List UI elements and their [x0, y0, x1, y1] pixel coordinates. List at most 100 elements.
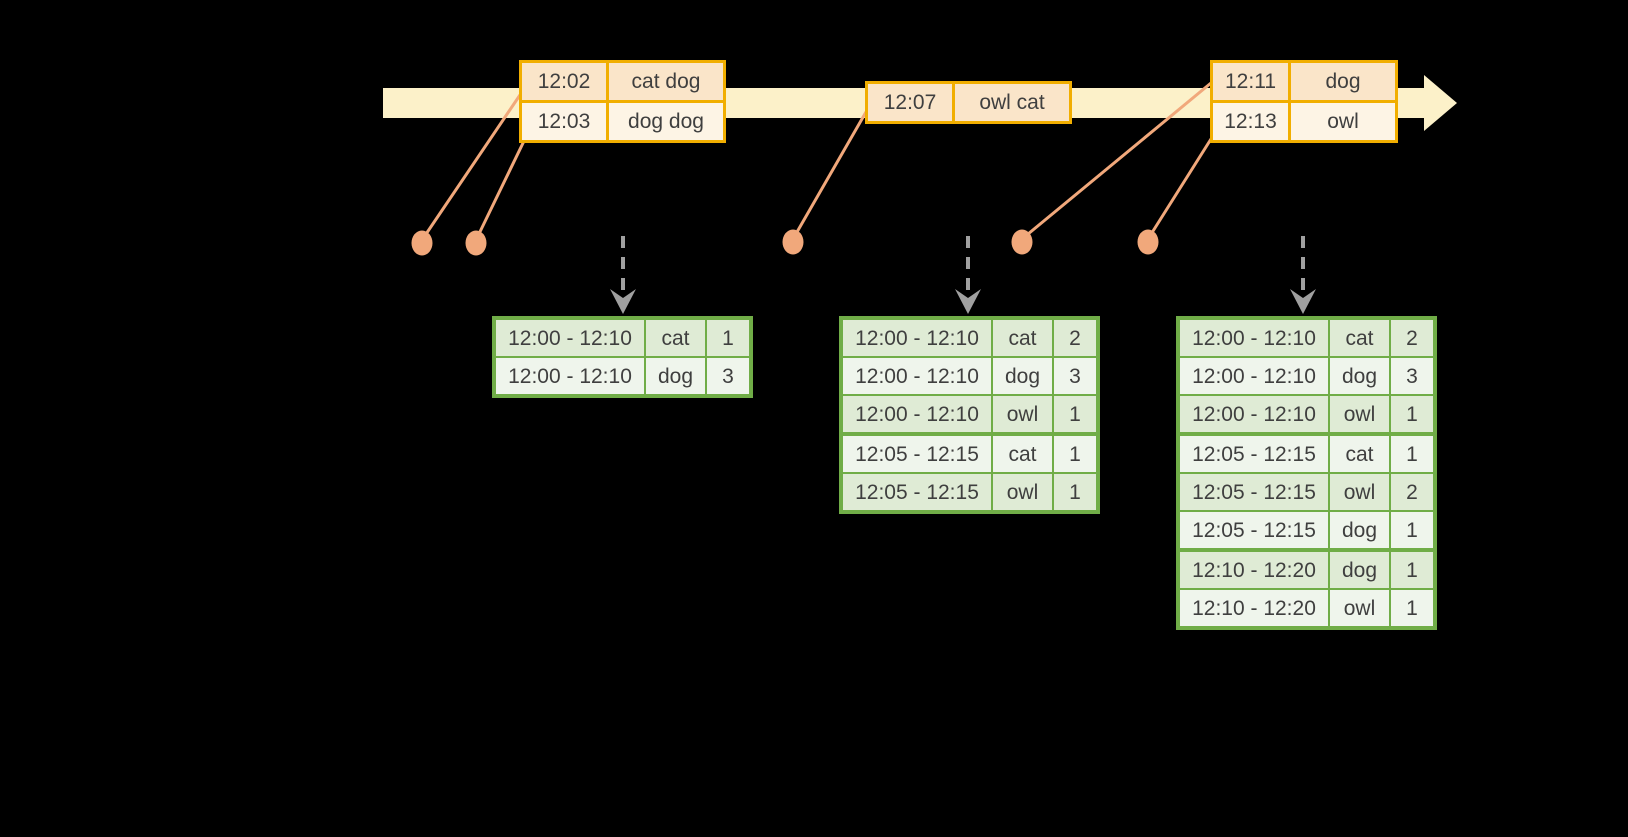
event-words-cell: cat dog — [609, 63, 723, 100]
result-window-cell: 12:00 - 12:10 — [496, 320, 644, 356]
result-word-cell: dog — [993, 358, 1052, 394]
result-count-cell: 2 — [1054, 320, 1096, 356]
result-count-cell: 1 — [1054, 396, 1096, 432]
result-word-cell: cat — [993, 320, 1052, 356]
trigger-arrow-head-icon — [1290, 289, 1316, 314]
event-time-cell: 12:07 — [868, 84, 952, 121]
result-count-cell: 1 — [1391, 436, 1433, 472]
result-word-cell: cat — [1330, 436, 1389, 472]
result-window-cell: 12:05 - 12:15 — [1180, 436, 1328, 472]
result-window-cell: 12:10 - 12:20 — [1180, 590, 1328, 626]
result-word-cell: owl — [993, 396, 1052, 432]
result-window-cell: 12:00 - 12:10 — [496, 358, 644, 394]
result-word-cell: cat — [1330, 320, 1389, 356]
timeline-arrowhead-icon — [1424, 75, 1457, 131]
trigger-arrow-head-icon — [955, 289, 981, 314]
result-count-cell: 1 — [1391, 590, 1433, 626]
event-dot — [1011, 229, 1033, 255]
result-count-cell: 1 — [1391, 512, 1433, 548]
result-count-cell: 1 — [1391, 396, 1433, 432]
result-count-cell: 3 — [1054, 358, 1096, 394]
connector-line — [420, 90, 524, 242]
event-dot — [411, 230, 433, 256]
result-count-cell: 1 — [1054, 474, 1096, 510]
result-window-cell: 12:00 - 12:10 — [843, 358, 991, 394]
event-time-cell: 12:03 — [522, 103, 606, 140]
event-words-cell: owl — [1291, 103, 1395, 140]
trigger-arrow-head-icon — [610, 289, 636, 314]
result-count-cell: 1 — [1391, 552, 1433, 588]
result-word-cell: owl — [1330, 590, 1389, 626]
connector-line — [1146, 137, 1213, 241]
event-words-cell: dog — [1291, 63, 1395, 100]
result-window-cell: 12:05 - 12:15 — [1180, 512, 1328, 548]
result-window-cell: 12:05 - 12:15 — [1180, 474, 1328, 510]
result-word-cell: dog — [1330, 512, 1389, 548]
connector-line — [474, 139, 526, 242]
result-count-cell: 1 — [707, 320, 749, 356]
result-window-cell: 12:05 - 12:15 — [843, 436, 991, 472]
event-time-cell: 12:02 — [522, 63, 606, 100]
event-words-cell: owl cat — [955, 84, 1069, 121]
event-time-cell: 12:11 — [1213, 63, 1288, 100]
result-count-cell: 2 — [1391, 320, 1433, 356]
result-word-cell: cat — [993, 436, 1052, 472]
result-window-cell: 12:00 - 12:10 — [843, 320, 991, 356]
result-window-cell: 12:00 - 12:10 — [1180, 320, 1328, 356]
result-count-cell: 3 — [1391, 358, 1433, 394]
result-word-cell: cat — [646, 320, 705, 356]
event-words-cell: dog dog — [609, 103, 723, 140]
result-word-cell: owl — [993, 474, 1052, 510]
result-window-cell: 12:00 - 12:10 — [1180, 358, 1328, 394]
result-window-cell: 12:00 - 12:10 — [843, 396, 991, 432]
result-word-cell: owl — [1330, 396, 1389, 432]
result-word-cell: dog — [646, 358, 705, 394]
result-count-cell: 1 — [1054, 436, 1096, 472]
event-time-cell: 12:13 — [1213, 103, 1288, 140]
connector-line — [1020, 81, 1213, 241]
result-window-cell: 12:10 - 12:20 — [1180, 552, 1328, 588]
result-count-cell: 3 — [707, 358, 749, 394]
event-dot — [465, 230, 487, 256]
result-window-cell: 12:05 - 12:15 — [843, 474, 991, 510]
result-word-cell: owl — [1330, 474, 1389, 510]
result-window-cell: 12:00 - 12:10 — [1180, 396, 1328, 432]
result-count-cell: 2 — [1391, 474, 1433, 510]
result-word-cell: dog — [1330, 552, 1389, 588]
result-word-cell: dog — [1330, 358, 1389, 394]
event-dot — [1137, 229, 1159, 255]
